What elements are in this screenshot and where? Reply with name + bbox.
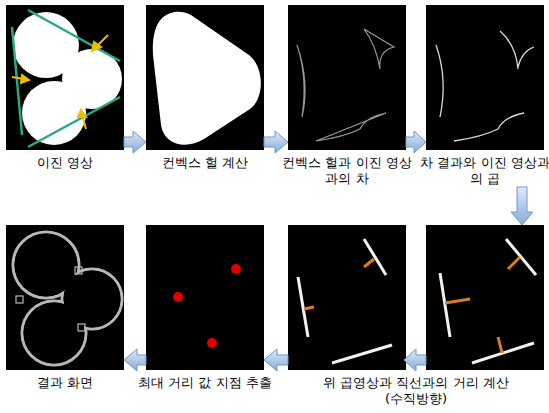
result-image [6, 225, 124, 370]
step-caption: 컨벡스 헐 계산 [162, 155, 248, 171]
flow-arrow [511, 187, 533, 225]
step-caption: 이진 영상 [37, 155, 93, 171]
binary-image [6, 5, 124, 150]
step-caption: 차 결과와 이진 영상과의 곱 [416, 155, 549, 187]
flow-arrow [264, 131, 288, 153]
flow-arrow [404, 349, 426, 371]
flow-arrow [124, 349, 146, 371]
image-panel: 컨벡스 헐과 이진 영상과의 차 [288, 5, 406, 187]
image-panel: 최대 거리 값 지점 추출 [146, 225, 264, 391]
step-caption: 위 곱영상과 직선과의 거리 계산 (수직방향) [321, 375, 511, 407]
max-point-image [146, 225, 264, 370]
product-image [426, 5, 544, 150]
convex-hull-image [146, 5, 264, 150]
image-panel: 컨벡스 헐 계산 [146, 5, 264, 171]
image-panel: 차 결과와 이진 영상과의 곱 [426, 5, 544, 187]
flow-arrow [264, 349, 288, 371]
image-panel: 이진 영상 [6, 5, 124, 171]
flow-arrow [406, 131, 426, 153]
step-caption: 최대 거리 값 지점 추출 [138, 375, 272, 391]
step-caption: 결과 화면 [37, 375, 93, 391]
distance-image [426, 225, 544, 370]
image-panel: 위 곱영상과 직선과의 거리 계산 (수직방향) [288, 225, 544, 407]
flow-arrow [124, 131, 146, 153]
difference-image [288, 5, 406, 150]
image-panel: 결과 화면 [6, 225, 124, 391]
distance-image [288, 225, 406, 370]
step-caption: 컨벡스 헐과 이진 영상과의 차 [278, 155, 416, 187]
